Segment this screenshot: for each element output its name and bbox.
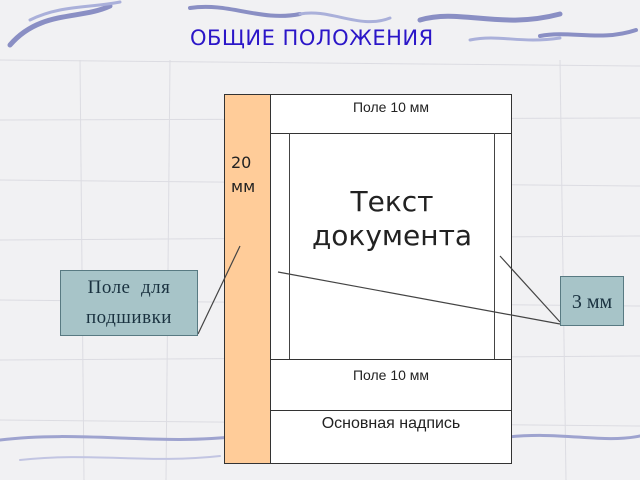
bottom-margin-field: Поле 10 мм xyxy=(271,359,511,411)
frame-gap-callout: 3 мм xyxy=(560,276,624,326)
binding-margin-value: 20 xyxy=(231,153,252,172)
binding-callout-leader xyxy=(197,245,241,335)
document-text-line2: документа xyxy=(311,219,473,252)
document-sheet: 20 мм Поле 10 мм Текст документа Поле 10… xyxy=(224,94,512,464)
document-text-label: Текст документа xyxy=(290,185,494,253)
title-block-label: Основная надпись xyxy=(321,415,461,432)
binding-field-callout: Поле для подшивки xyxy=(60,270,198,336)
top-margin-field: Поле 10 мм xyxy=(271,95,511,134)
page-title: ОБЩИЕ ПОЛОЖЕНИЯ xyxy=(190,26,434,50)
gap-callout-leader-right xyxy=(499,255,561,323)
binding-field-callout-line1: Поле для xyxy=(87,277,171,298)
binding-margin-unit: мм xyxy=(231,177,256,196)
document-text-line1: Текст xyxy=(350,185,434,218)
text-area-frame: Текст документа xyxy=(289,133,495,359)
top-margin-label: Поле 10 мм xyxy=(352,99,430,115)
gap-callout-leader-left xyxy=(277,271,561,325)
bottom-margin-label: Поле 10 мм xyxy=(352,367,430,383)
binding-field-callout-line2: подшивки xyxy=(86,307,172,328)
binding-margin-strip: 20 мм xyxy=(225,95,271,463)
title-block: Основная надпись xyxy=(271,409,511,463)
binding-margin-label: 20 мм xyxy=(231,151,255,199)
frame-gap-callout-label: 3 мм xyxy=(571,291,613,313)
